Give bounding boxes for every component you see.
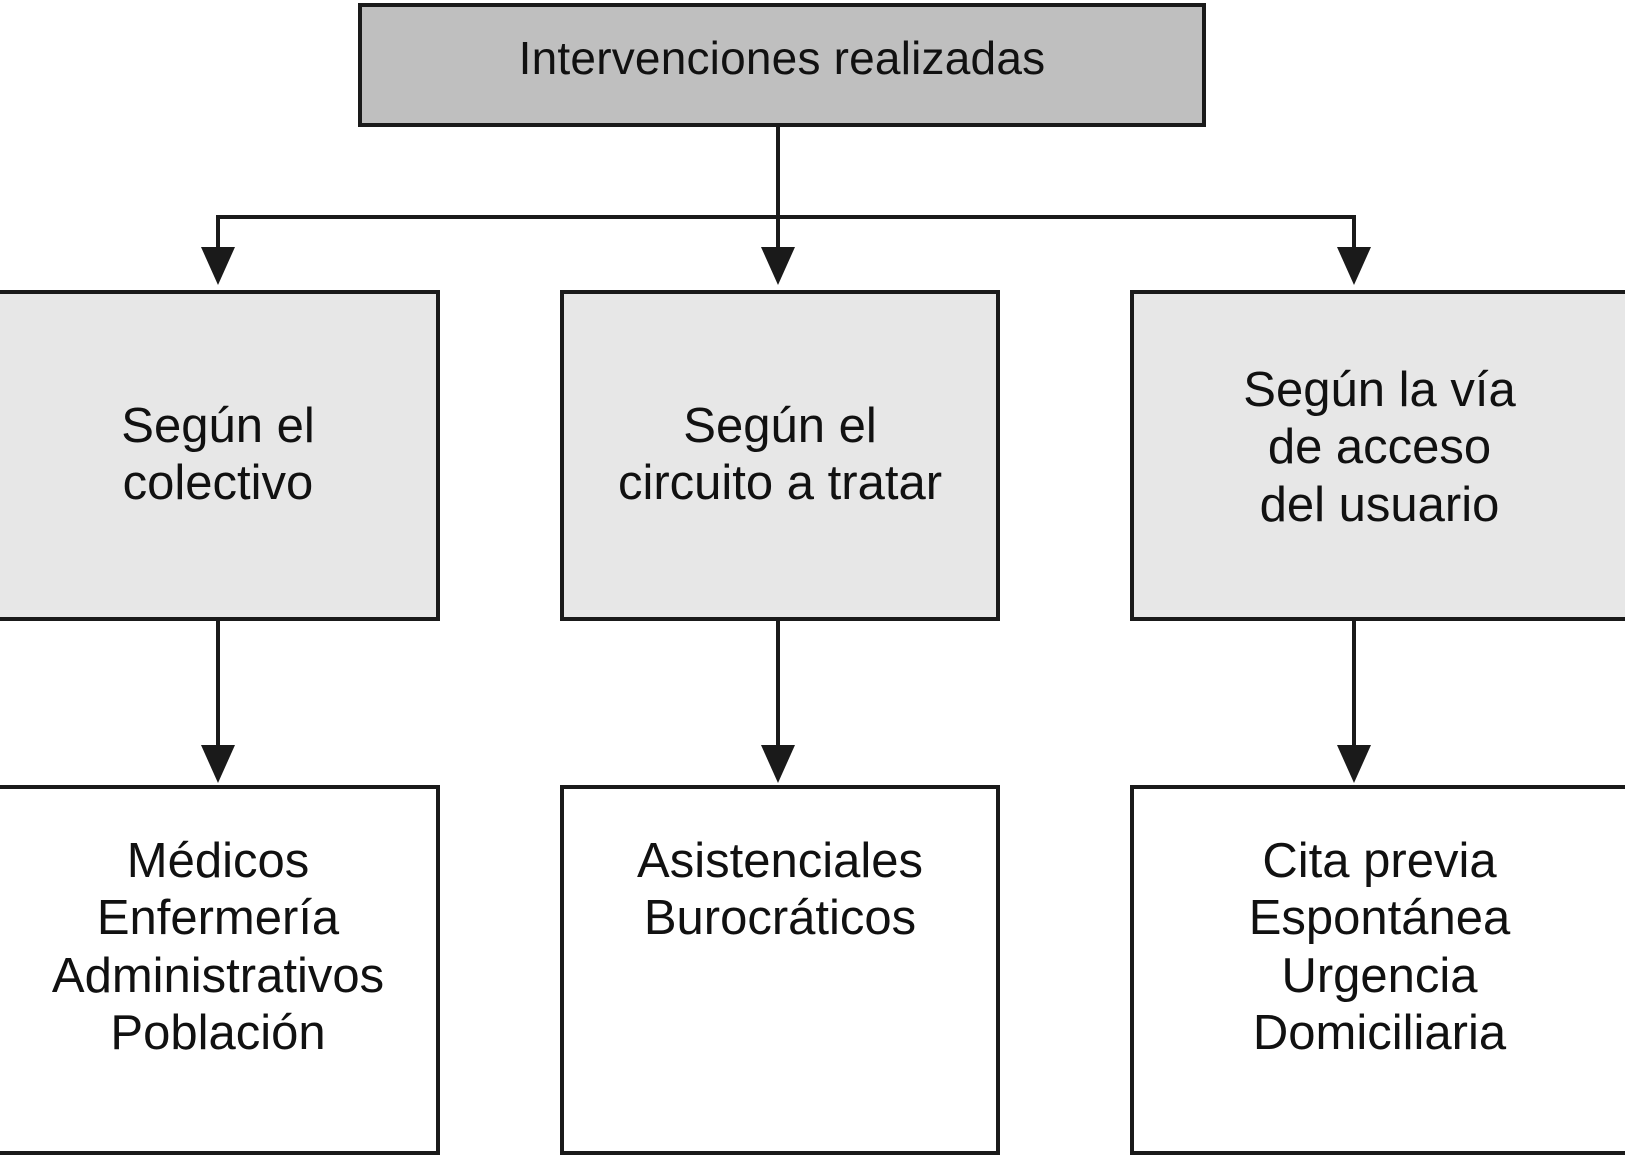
connector-branch-2-drop: [776, 215, 780, 251]
connector-root-stem: [776, 127, 780, 219]
arrow-head-leaf-1: [201, 745, 235, 783]
node-leaf-colectivo-items: Médicos Enfermería Administrativos Pobla…: [0, 785, 440, 1155]
node-leaf-circuito-label: Asistenciales Burocráticos: [637, 834, 923, 946]
arrow-head-leaf-3: [1337, 745, 1371, 783]
connector-distribution-bar: [216, 215, 1356, 219]
node-criterion-colectivo-label: Según el colectivo: [121, 399, 315, 511]
node-criterion-colectivo: Según el colectivo: [0, 290, 440, 621]
node-criterion-via-acceso: Según la vía de acceso del usuario: [1130, 290, 1625, 621]
connector-branch-1-drop: [216, 215, 220, 251]
node-root-label: Intervenciones realizadas: [518, 32, 1046, 84]
node-criterion-circuito: Según el circuito a tratar: [560, 290, 1000, 621]
arrow-head-leaf-2: [761, 745, 795, 783]
arrow-head-branch-1: [201, 247, 235, 285]
arrow-head-branch-3: [1337, 247, 1371, 285]
node-leaf-via-acceso-items: Cita previa Espontánea Urgencia Domicili…: [1130, 785, 1625, 1155]
node-root-intervenciones: Intervenciones realizadas: [358, 3, 1206, 127]
connector-leaf-2-stem: [776, 621, 780, 747]
connector-leaf-3-stem: [1352, 621, 1356, 747]
node-criterion-via-acceso-label: Según la vía de acceso del usuario: [1243, 363, 1516, 532]
connector-branch-3-drop: [1352, 215, 1356, 251]
connector-leaf-1-stem: [216, 621, 220, 747]
arrow-head-branch-2: [761, 247, 795, 285]
node-leaf-via-acceso-label: Cita previa Espontánea Urgencia Domicili…: [1248, 834, 1511, 1060]
node-leaf-colectivo-label: Médicos Enfermería Administrativos Pobla…: [51, 834, 385, 1060]
node-criterion-circuito-label: Según el circuito a tratar: [617, 399, 943, 511]
node-leaf-circuito-items: Asistenciales Burocráticos: [560, 785, 1000, 1155]
